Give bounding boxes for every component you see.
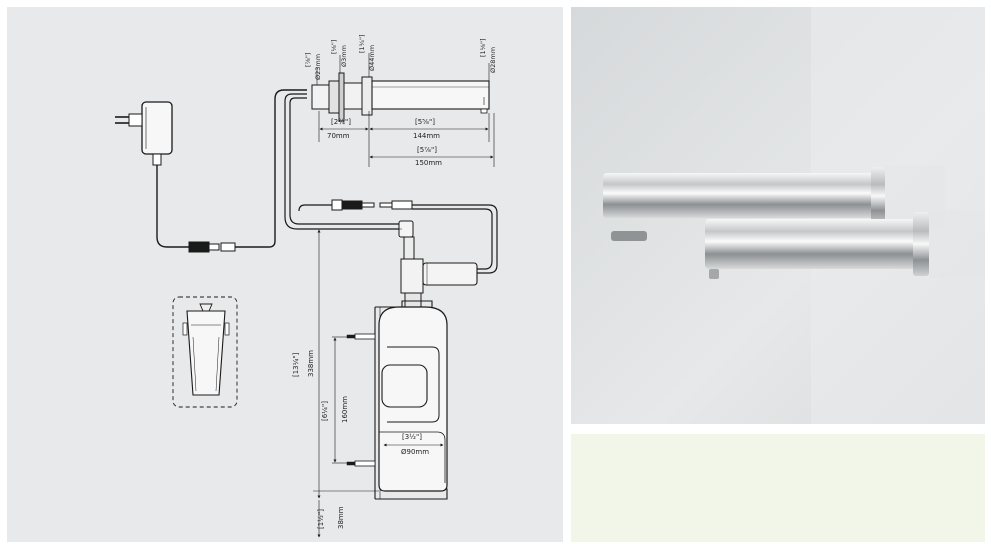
dim-d28-imperial: [1⅛"] xyxy=(479,39,487,58)
power-cable xyxy=(156,165,189,248)
pump-unit xyxy=(398,220,478,308)
power-adapter xyxy=(115,101,173,166)
product-photo xyxy=(571,7,985,424)
power-cable-upper xyxy=(235,89,307,248)
sensor-cable xyxy=(298,199,498,274)
spout-assembly xyxy=(311,72,490,122)
vertical-dimension-lines xyxy=(313,228,402,538)
dim-l70-metric: 70mm xyxy=(327,132,350,140)
dim-h338-metric: 338mm xyxy=(307,350,315,377)
dim-d3-imperial: [⅛"] xyxy=(330,40,338,54)
top-dimension-lines xyxy=(316,53,490,85)
dim-d90-imperial: [3½"] xyxy=(402,433,422,441)
dim-l150-metric: 150mm xyxy=(415,159,442,167)
chrome-faucets-photo xyxy=(571,7,985,424)
horizontal-dimension-lines xyxy=(318,111,495,167)
faucet-back xyxy=(603,165,945,241)
supply-hose xyxy=(284,93,402,230)
dim-l70-imperial: [2¾"] xyxy=(331,118,351,126)
dim-h338-imperial: [13¼"] xyxy=(292,352,300,377)
dim-h38-imperial: [1½"] xyxy=(317,509,325,529)
technical-drawing-panel: [⅞"] Ø23mm [⅛"] Ø3mm [1¾"] Ø44mm [1⅛"] Ø… xyxy=(7,7,563,542)
inline-connector xyxy=(188,241,236,253)
dim-d44-metric: Ø44mm xyxy=(368,45,376,71)
dim-l144-metric: 144mm xyxy=(413,132,440,140)
info-panel xyxy=(571,434,985,542)
dim-d23-imperial: [⅞"] xyxy=(304,53,312,67)
dim-h160-imperial: [6¼"] xyxy=(321,401,329,421)
dim-h160-metric: 160mm xyxy=(341,396,349,423)
dim-d3-metric: Ø3mm xyxy=(340,45,348,67)
optional-container xyxy=(172,296,238,408)
dim-l144-imperial: [5⅝"] xyxy=(415,118,435,126)
dim-d90-metric: Ø90mm xyxy=(401,448,429,456)
dim-l150-imperial: [5⅞"] xyxy=(417,146,437,154)
dim-d44-imperial: [1¾"] xyxy=(358,35,366,54)
dim-d23-metric: Ø23mm xyxy=(314,54,322,80)
technical-drawing: [⅞"] Ø23mm [⅛"] Ø3mm [1¾"] Ø44mm [1⅛"] Ø… xyxy=(115,35,498,538)
dim-d28-metric: Ø28mm xyxy=(489,47,497,73)
soap-bottle xyxy=(378,306,448,492)
dim-h38-metric: 38mm xyxy=(337,506,345,529)
faucet-front xyxy=(705,210,985,279)
